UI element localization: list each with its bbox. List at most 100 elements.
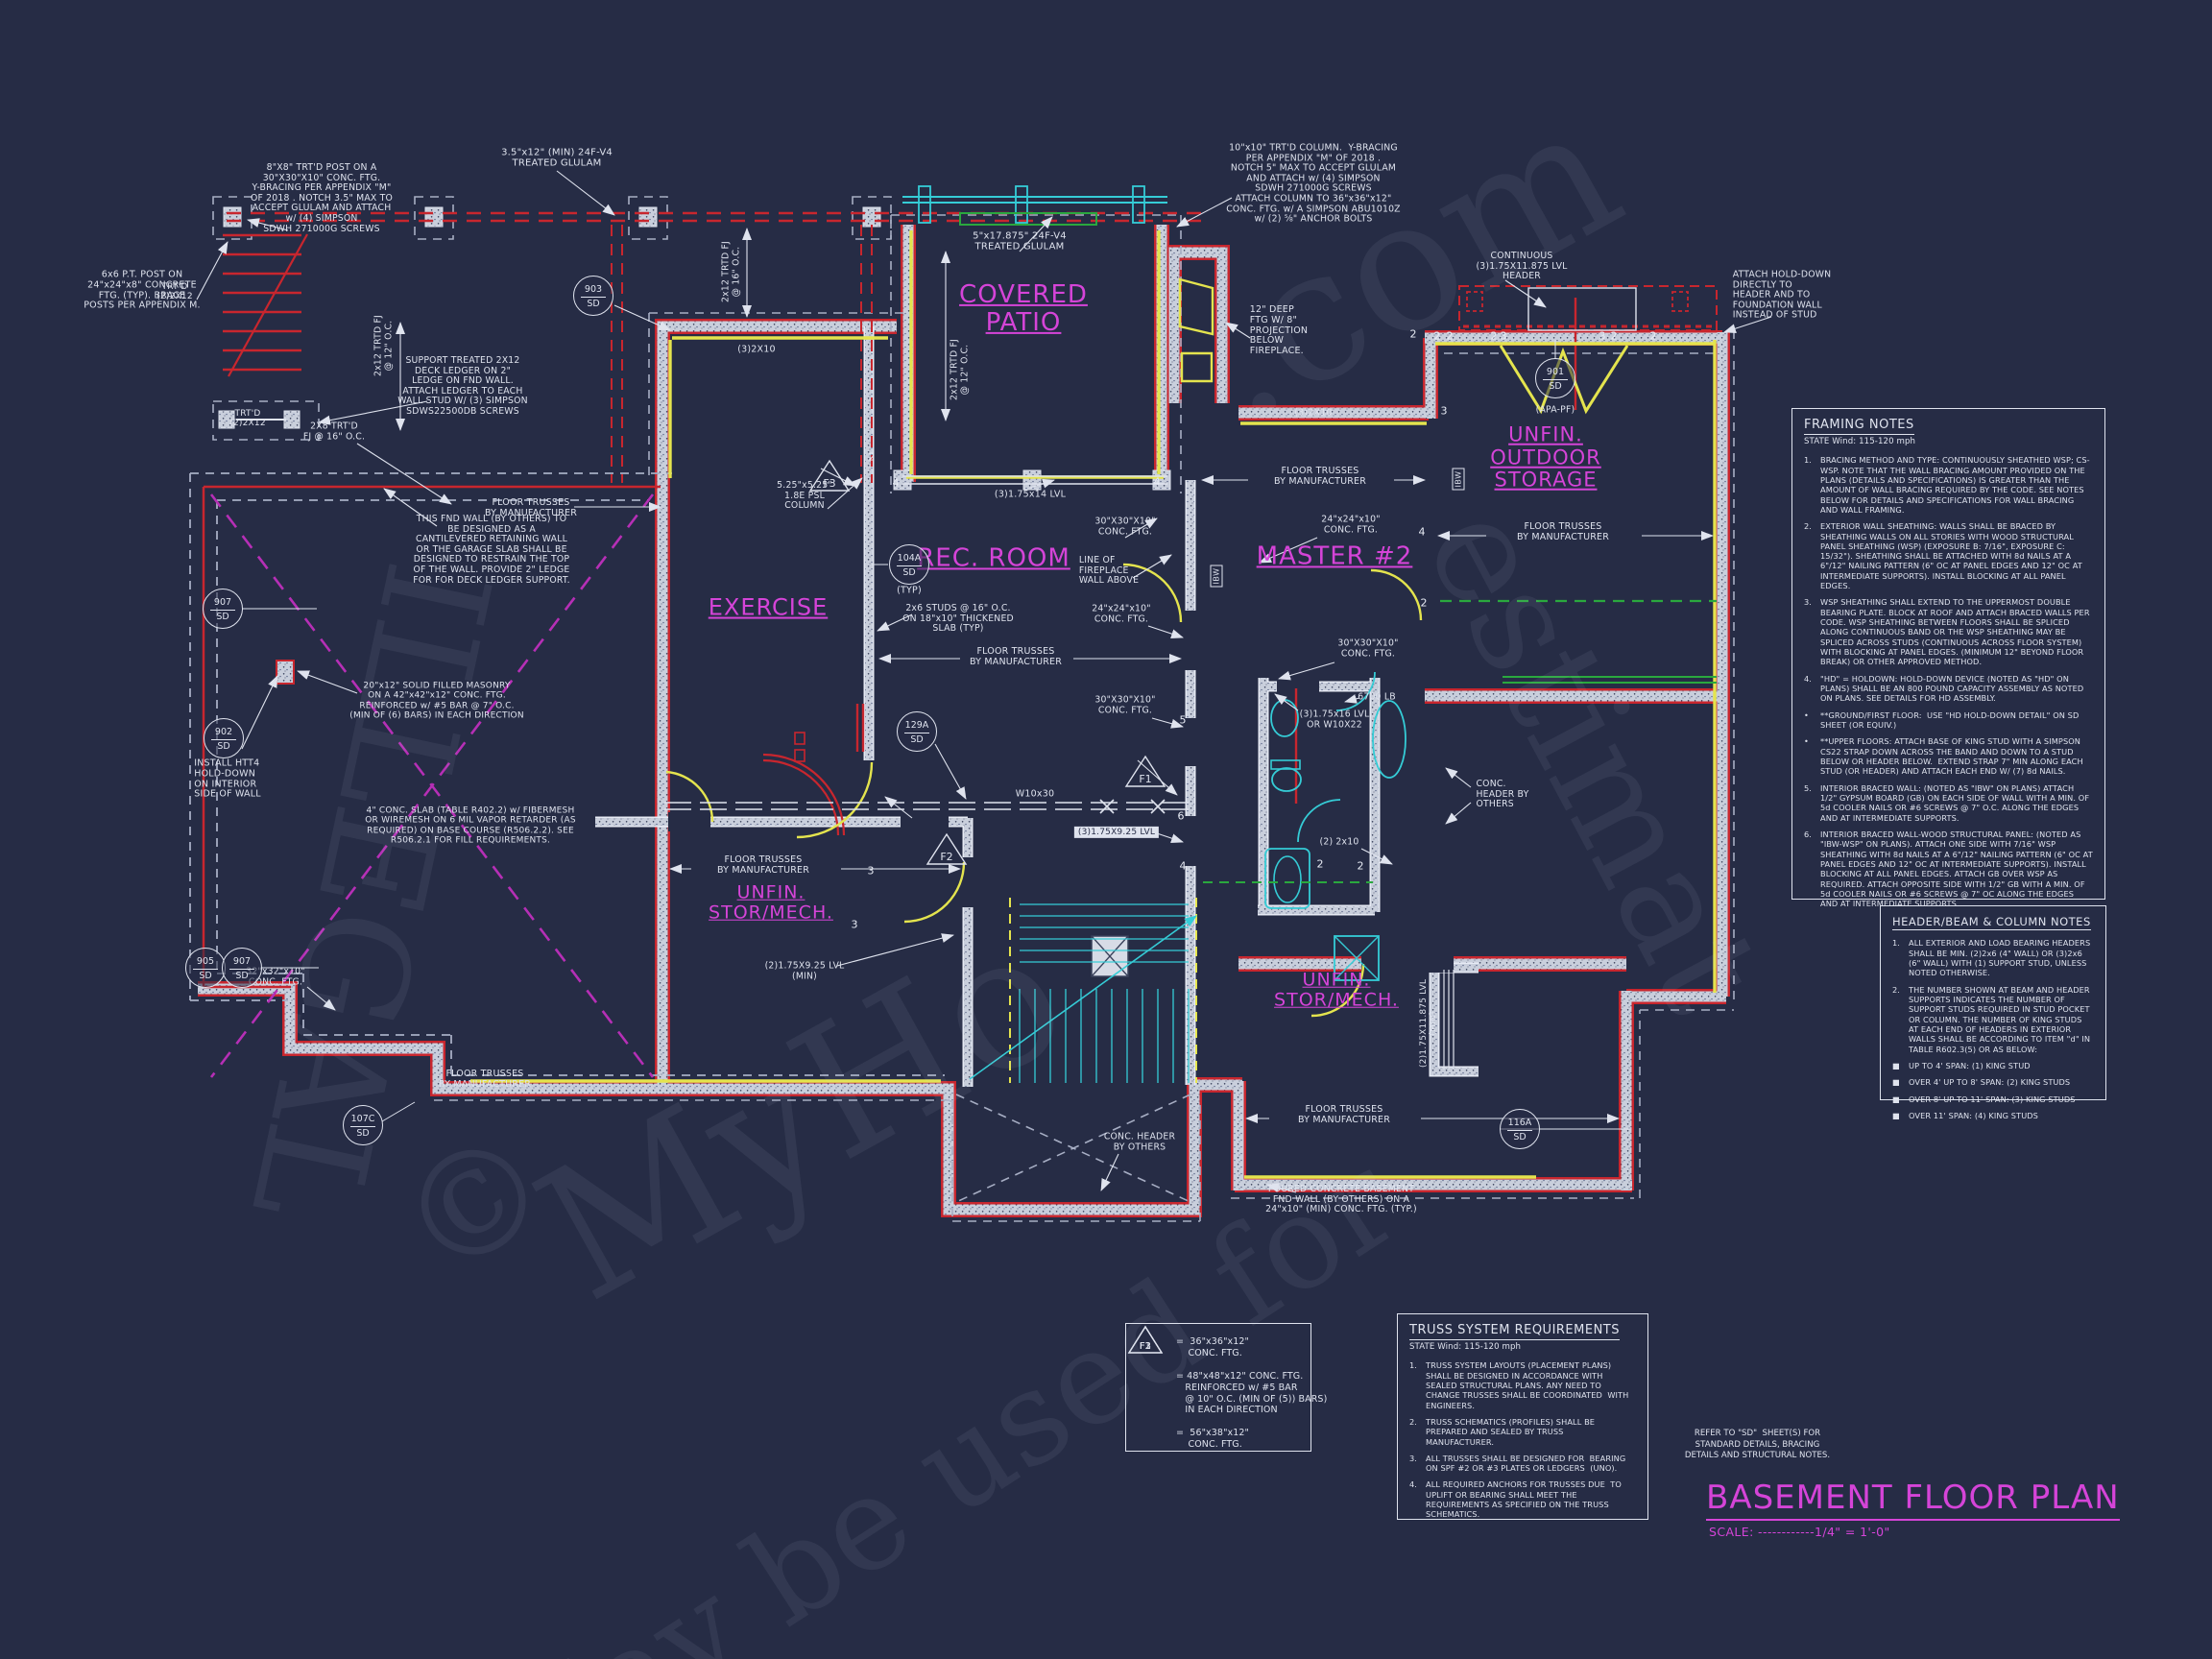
note-text: TRUSS SYSTEM LAYOUTS (PLACEMENT PLANS) S… [1426, 1360, 1634, 1410]
note-item: ■UP TO 4' SPAN: (1) KING STUD [1892, 1061, 2094, 1070]
stairs-and-fixtures [902, 185, 1407, 1083]
note-text: INTERIOR BRACED WALL: (NOTED AS "IBW" ON… [1820, 782, 2092, 823]
truss-notes-subtitle: STATE Wind: 115-120 mph [1409, 1342, 1522, 1353]
note-item: •**GROUND/FIRST FLOOR: USE "HD HOLD-DOWN… [1804, 710, 2093, 731]
callout-number: 104A [897, 553, 922, 564]
note-number: ■ [1892, 1094, 1900, 1104]
plan-annotation: FLOOR TRUSSES BY MANUFACTURER [1516, 521, 1610, 542]
room-label: EXERCISE [708, 593, 829, 621]
room-label: UNFIN. OUTDOOR STORAGE [1490, 422, 1601, 492]
callout-number: 107C [350, 1114, 375, 1124]
callout-number: 116A [1507, 1118, 1532, 1128]
note-number: • [1804, 736, 1809, 747]
note-number: 3. [1409, 1453, 1418, 1463]
note-item: ■OVER 8' UP TO 11' SPAN: (3) KING STUDS [1892, 1094, 2094, 1104]
plan-annotation: CONC. HEADER BY OTHERS [1476, 779, 1529, 810]
note-number: 4. [1409, 1479, 1418, 1490]
plan-annotation: SUPPORT TREATED 2X12 DECK LEDGER ON 2" L… [397, 355, 528, 418]
note-item: 2.TRUSS SCHEMATICS (PROFILES) SHALL BE P… [1409, 1417, 1636, 1447]
room-label: UNFIN. STOR/MECH. [709, 881, 833, 924]
note-number: 2. [1804, 521, 1813, 532]
stud-count: 2 [1433, 329, 1441, 343]
stud-count: 3 [851, 918, 858, 931]
garage-x-brace [209, 493, 655, 1078]
note-text: EXTERIOR WALL SHEATHING: WALLS SHALL BE … [1820, 521, 2085, 591]
note-text: ALL EXTERIOR AND LOAD BEARING HEADERS SH… [1909, 938, 2093, 978]
callout-sheet: SD [193, 968, 218, 981]
room-label: UNFIN. STOR/MECH. [1274, 969, 1399, 1011]
plan-annotation: POURED CONCRETE BASEMENT FND WALL (BY OT… [1265, 1184, 1417, 1215]
plan-annotation: INSTALL HTT4 HOLD-DOWN ON INTERIOR SIDE … [194, 757, 261, 800]
legend-text: = 56"x38"x12" CONC. FTG. [1176, 1428, 1250, 1451]
beam-lines [236, 287, 1637, 1070]
plan-annotation: 12" DEEP FTG W/ 8" PROJECTION BELOW FIRE… [1249, 303, 1309, 357]
legend-item: F3= 56"x38"x12" CONC. FTG. [1127, 1325, 1299, 1451]
note-item: 4.ALL REQUIRED ANCHORS FOR TRUSSES DUE T… [1409, 1479, 1636, 1519]
plan-annotation: 24"x24"x10" CONC. FTG. [1321, 514, 1381, 535]
stud-count: 5 [1179, 713, 1187, 727]
note-item: 4."HD" = HOLDOWN: HOLD-DOWN DEVICE (NOTE… [1804, 674, 2093, 704]
footing-legend: F1= 36"x36"x12" CONC. FTG.F2= 48"x48"x12… [1125, 1323, 1327, 1452]
room-label: MASTER #2 [1256, 541, 1413, 571]
note-number: ■ [1892, 1111, 1900, 1121]
stud-count: 2 [1316, 857, 1324, 871]
plan-annotation: 2x12 TRTD FJ @ 12" O.C. [373, 315, 394, 376]
note-item: 1.TRUSS SYSTEM LAYOUTS (PLACEMENT PLANS)… [1409, 1360, 1636, 1410]
stud-count: 3 [867, 864, 875, 878]
dimension-arrows [396, 228, 950, 431]
callout-sheet: SD [229, 968, 254, 981]
legend-text: = 48"x48"x12" CONC. FTG. REINFORCED w/ #… [1176, 1370, 1328, 1416]
header-beam-notes-title: HEADER/BEAM & COLUMN NOTES [1892, 915, 2091, 931]
callout-number: 902 [214, 727, 233, 737]
plan-annotation: (3)2X10 [1294, 407, 1333, 419]
plan-annotation: 4" CONC. SLAB (TABLE R402.2) w/ FIBERMES… [365, 805, 576, 846]
stud-count: 2 [868, 450, 876, 464]
plan-annotation: 2x6 STUDS @ 16" O.C. ON 18"x10" THICKENE… [902, 603, 1014, 635]
plan-annotation: (APA-PF) [1535, 404, 1575, 416]
note-text: **GROUND/FIRST FLOOR: USE "HD HOLD-DOWN … [1820, 709, 2082, 731]
plan-annotation: 3.5"x12" (MIN) 24F-V4 TREATED GLULAM [501, 147, 613, 169]
svg-text:F3: F3 [823, 477, 835, 490]
note-number: 2. [1892, 984, 1901, 995]
header-beam-notes-box: HEADER/BEAM & COLUMN NOTES 1.ALL EXTERIO… [1880, 905, 2106, 1120]
note-text: **UPPER FLOORS: ATTACH BASE OF KING STUD… [1820, 736, 2086, 777]
note-number: 2. [1409, 1416, 1418, 1427]
plan-annotation: (2)1.75X11.875 LVL (MIN) [1418, 978, 1438, 1069]
note-text: INTERIOR BRACED WALL-WOOD STRUCTURAL PAN… [1820, 830, 2096, 909]
plan-annotation: (3)1.75x16 LVL OR W10X22 [1299, 709, 1370, 730]
note-number: 1. [1804, 455, 1813, 466]
plan-annotation: LINE OF FIREPLACE WALL ABOVE [1078, 555, 1140, 587]
note-item: 3.ALL TRUSSES SHALL BE DESIGNED FOR BEAR… [1409, 1454, 1636, 1474]
note-item: 2. EXTERIOR WALL SHEATHING: WALLS SHALL B… [1804, 521, 2093, 590]
callout-sheet: SD [350, 1125, 375, 1139]
callout-sheet: SD [1543, 378, 1568, 392]
plan-annotation: FLOOR TRUSSES BY MANUFACTURER [484, 497, 578, 518]
leader-lines [196, 170, 1772, 1193]
stud-count: 2 [1420, 596, 1428, 610]
plan-annotation: CONC. HEADER BY OTHERS [1103, 1131, 1176, 1152]
footing-dashed-lines [212, 196, 1735, 1222]
refer-note: REFER TO "SD" SHEET(S) FOR STANDARD DETA… [1684, 1429, 1831, 1461]
note-item: 5.INTERIOR BRACED WALL: (NOTED AS "IBW" … [1804, 783, 2093, 823]
svg-text:F2: F2 [940, 851, 952, 863]
plan-annotation: CONTINUOUS (3)1.75X11.875 LVL HEADER [1476, 251, 1568, 282]
note-item: 6.INTERIOR BRACED WALL-WOOD STRUCTURAL P… [1804, 830, 2093, 909]
callout-number: 907 [232, 956, 252, 967]
plan-annotation: THIS FND WALL (BY OTHERS) TO BE DESIGNED… [413, 513, 570, 586]
plan-annotation: FLOOR TRUSSES BY MANUFACTURER [969, 646, 1063, 667]
plan-annotation: (3)1.75x14 LVL [994, 489, 1067, 500]
plan-annotation: (2) 2x10 [1319, 836, 1359, 848]
room-label: COVERED PATIO [959, 279, 1088, 337]
ibw-tag: IBW [1452, 468, 1465, 491]
note-text: "HD" = HOLDOWN: HOLD-DOWN DEVICE (NOTED … [1820, 673, 2086, 704]
plan-annotation: 32"x32"x10" CONC. FTG. [246, 966, 305, 987]
stud-count: 6 [1177, 809, 1185, 823]
svg-text:F1: F1 [1140, 1341, 1151, 1352]
stud-count: 2 [1649, 329, 1657, 343]
